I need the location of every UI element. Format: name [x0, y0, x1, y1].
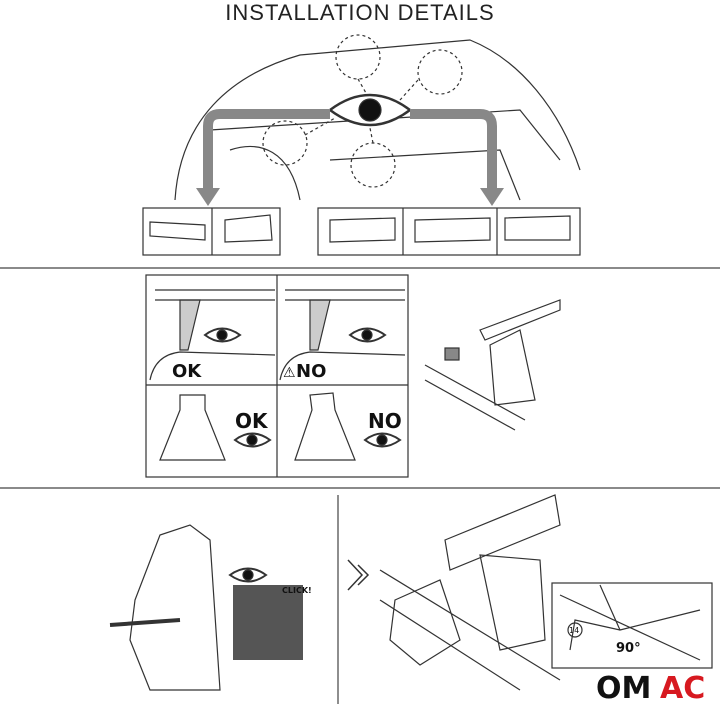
rotation-label: 90°	[616, 641, 641, 656]
eye-icon	[233, 432, 272, 448]
omac-logo: OM AC	[596, 671, 705, 704]
wrench-size-label: 14	[569, 626, 579, 635]
arrow-right	[410, 109, 497, 192]
svg-text:OM: OM	[596, 671, 651, 704]
eye-icon	[348, 327, 387, 343]
eye-icon	[327, 93, 413, 127]
arrow-left	[203, 109, 330, 192]
eye-icon	[228, 567, 268, 583]
ok-label-top: OK	[172, 361, 202, 382]
ok-label-bottom: OK	[235, 409, 269, 433]
end-cap-illustration	[424, 299, 561, 431]
click-label: CLICK!	[282, 586, 312, 595]
eye-icon	[203, 327, 242, 343]
no-label-top: NO	[296, 361, 326, 382]
bar-and-foot-illustration	[379, 494, 561, 691]
svg-text:AC: AC	[660, 671, 705, 704]
eye-icon	[363, 432, 402, 448]
step-box-right	[317, 207, 581, 256]
car-roof-illustration	[174, 34, 581, 201]
warning-icon: ⚠	[283, 365, 296, 381]
page-title: INSTALLATION DETAILS	[225, 0, 495, 25]
detail-box	[551, 582, 713, 669]
foot-illustration	[129, 524, 221, 691]
no-label-bottom: NO	[368, 409, 402, 433]
